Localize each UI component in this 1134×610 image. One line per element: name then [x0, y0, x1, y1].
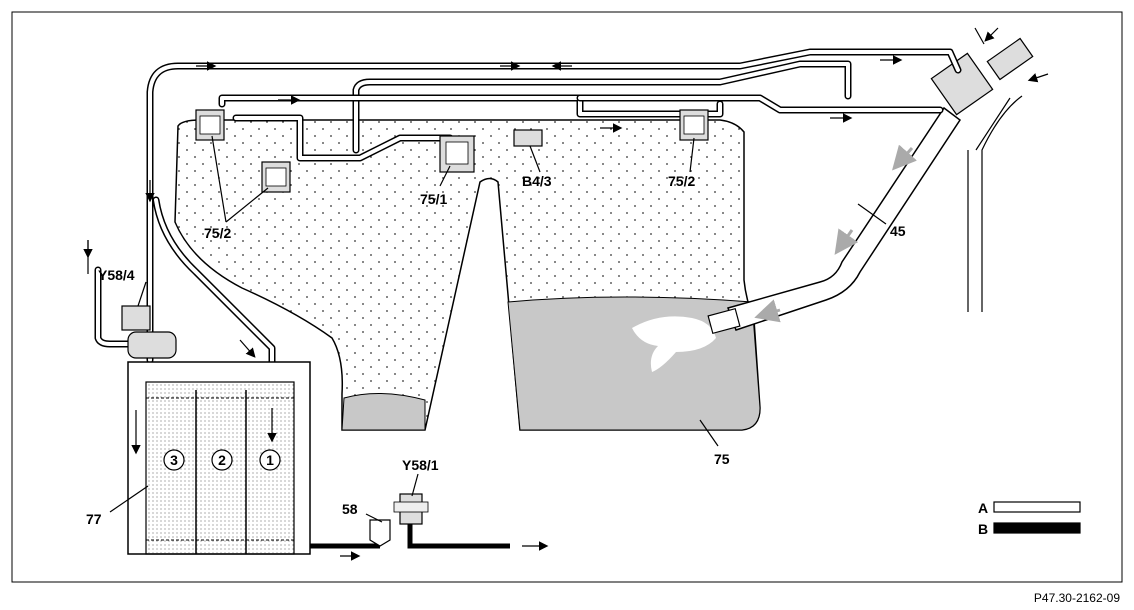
- figure-reference: P47.30-2162-09: [1034, 591, 1120, 605]
- chamber-circle-3: [163, 449, 185, 471]
- legend-a-label: A: [978, 500, 988, 516]
- label-75: 75: [714, 451, 730, 467]
- fuel-level-left: [341, 393, 426, 431]
- flow-arrow-neck-3: [754, 299, 781, 323]
- flow-arrow-neck-2: [834, 228, 859, 255]
- legend-b-label: B: [978, 521, 988, 537]
- filler-neck-end: [707, 307, 741, 335]
- flow-arrows: [83, 55, 903, 358]
- filler-neck-45: [727, 106, 962, 331]
- diagram-frame: [11, 11, 1123, 583]
- fuel-splash: [632, 316, 716, 372]
- component-58: [369, 519, 391, 547]
- leader-lines: [109, 135, 887, 523]
- valve-75-2-left-a: [195, 109, 225, 141]
- chamber-circle-2: [211, 449, 233, 471]
- label-y58-4: Y58/4: [98, 267, 135, 283]
- chamber-number-1: 1: [266, 452, 274, 468]
- legend-b-swatch: [993, 522, 1081, 534]
- label-b4-3: B4/3: [522, 173, 552, 189]
- label-75-2-right: 75/2: [668, 173, 695, 189]
- label-y58-1: Y58/1: [402, 457, 439, 473]
- label-77: 77: [86, 511, 102, 527]
- chamber-number-2: 2: [218, 452, 226, 468]
- valve-y58-1: [393, 493, 429, 525]
- sensor-b4-3: [513, 129, 543, 147]
- fuel-cap-assembly: [930, 27, 1049, 116]
- chamber-circle-1: [259, 449, 281, 471]
- valve-75-2-right: [679, 109, 709, 141]
- chamber-number-3: 3: [170, 452, 178, 468]
- label-75-1: 75/1: [420, 191, 447, 207]
- purge-line-black: [310, 520, 549, 561]
- valve-y58-4: [87, 240, 177, 359]
- label-75-2-left: 75/2: [204, 225, 231, 241]
- vent-pipes: [94, 48, 962, 400]
- flow-arrow-neck-1: [892, 144, 917, 171]
- legend: A B: [978, 500, 1081, 537]
- label-58: 58: [342, 501, 358, 517]
- valve-75-2-left-b: [261, 161, 291, 193]
- valve-75-1: [439, 135, 475, 173]
- label-45: 45: [890, 223, 906, 239]
- body-panel-line-2: [975, 95, 1023, 312]
- legend-a-swatch: [993, 501, 1081, 513]
